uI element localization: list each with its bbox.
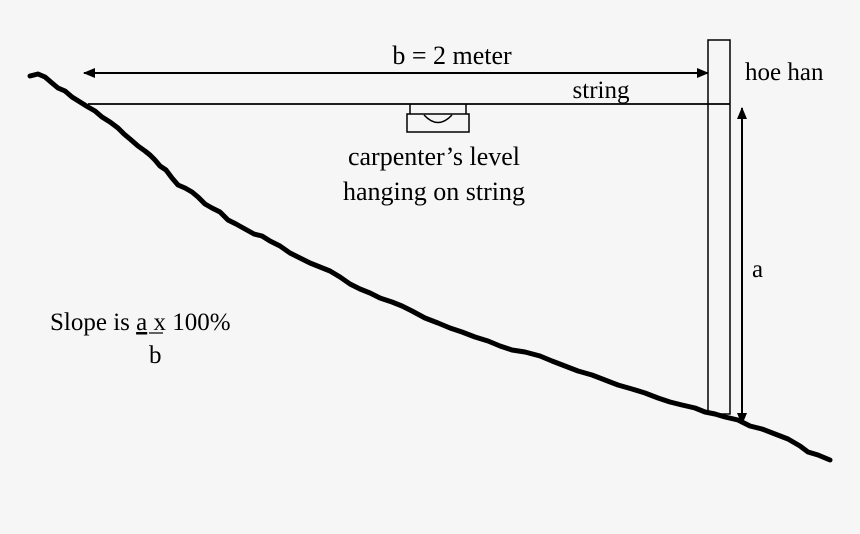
hoe-handle-label: hoe han — [745, 59, 824, 86]
ground-slope-line — [27, 71, 833, 463]
level-label-line1: carpenter’s level — [348, 142, 520, 171]
level-label-line2: hanging on string — [343, 177, 525, 206]
string-label: string — [573, 77, 630, 104]
slope-formula: Slope is a x 100% — [50, 309, 231, 336]
b-measure-label: b = 2 meter — [392, 41, 512, 70]
formula-suffix: x 100% — [147, 309, 230, 336]
formula-numerator: a — [136, 309, 147, 336]
carpenters-level-icon — [406, 104, 470, 133]
hoe-handle-post — [707, 39, 731, 415]
formula-prefix: Slope is — [50, 309, 136, 336]
formula-denominator: b — [149, 342, 162, 369]
a-label: a — [752, 256, 763, 283]
